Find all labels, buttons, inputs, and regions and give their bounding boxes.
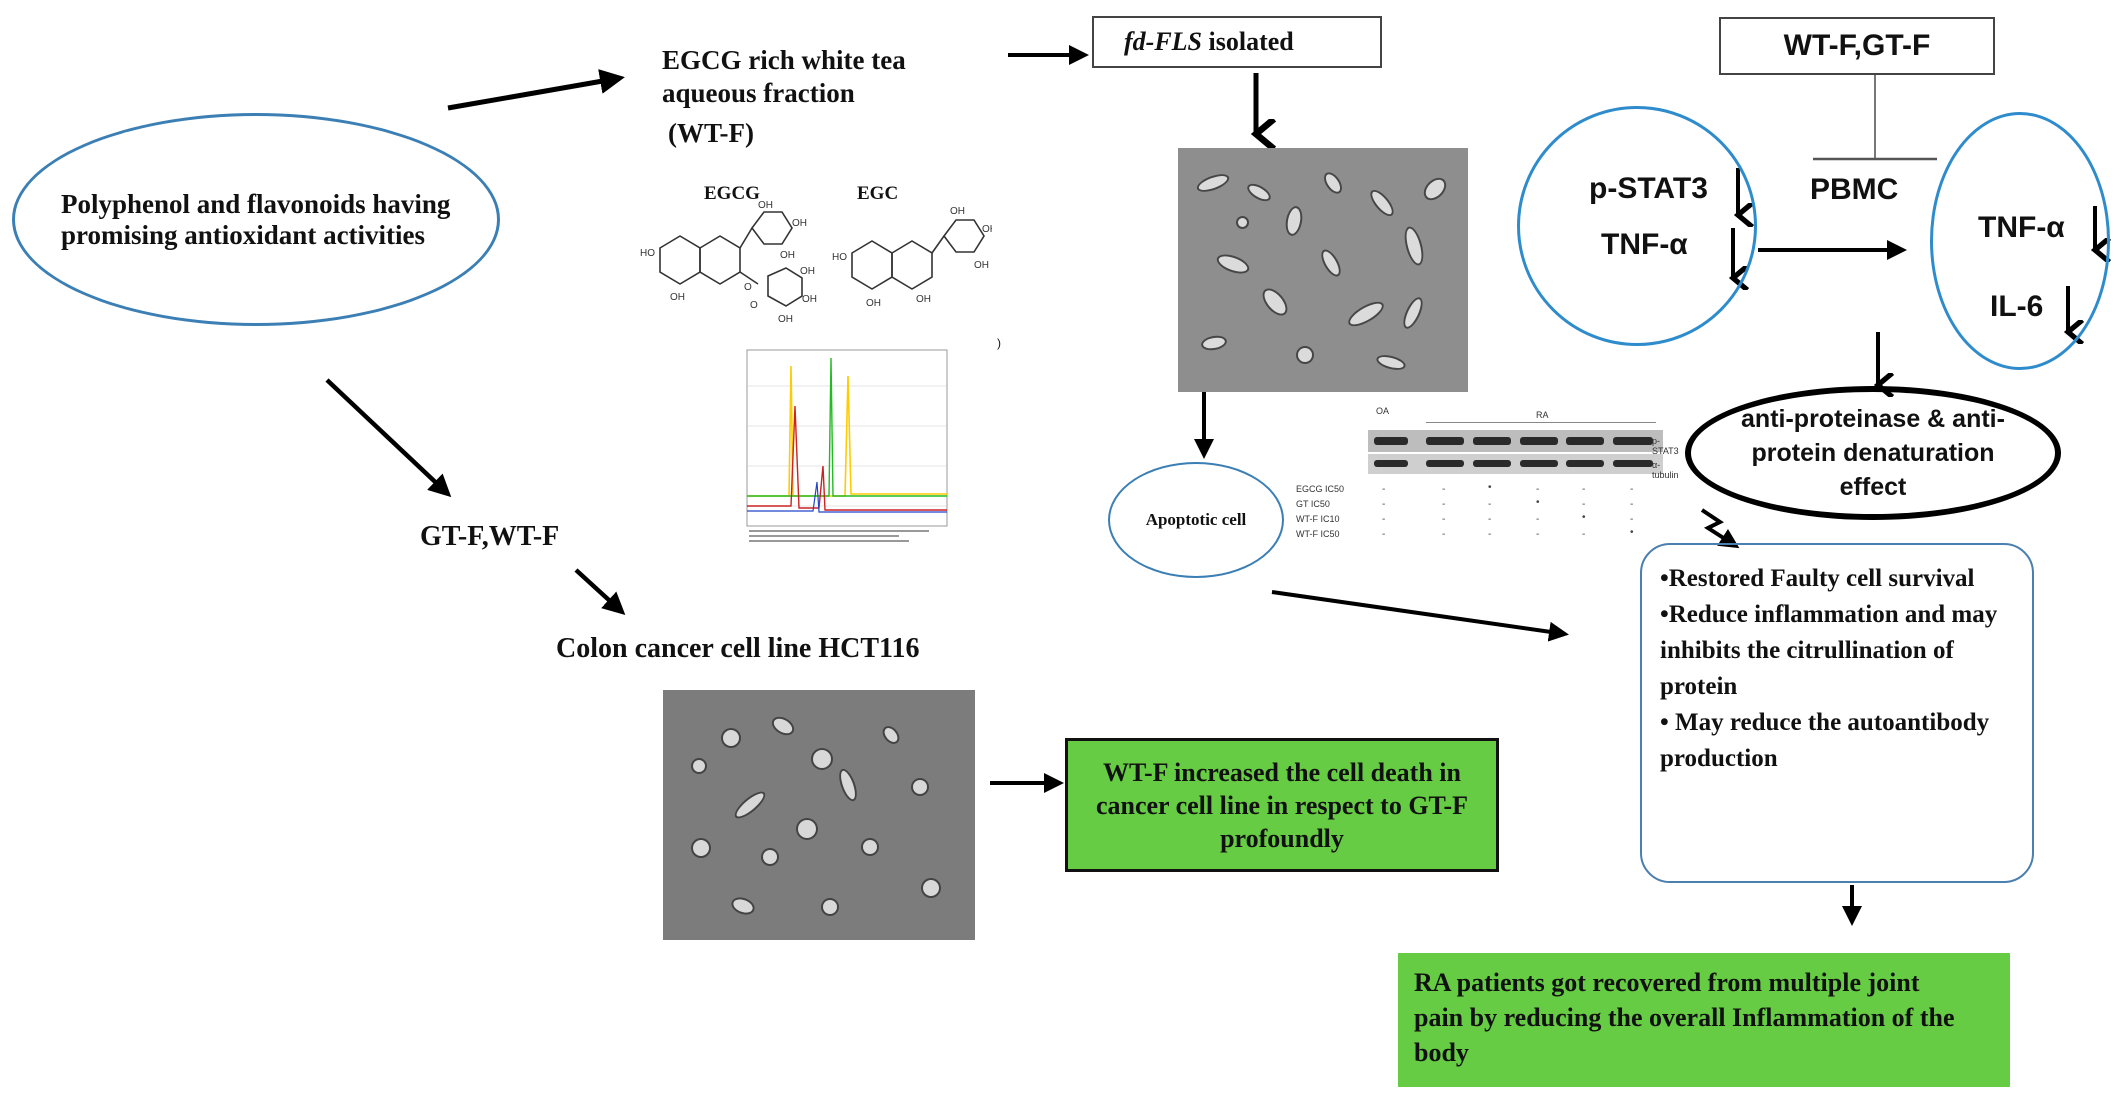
svg-text:OH: OH — [866, 298, 881, 309]
fd-fls-rest: isolated — [1202, 27, 1294, 56]
svg-text:O: O — [744, 282, 752, 293]
svg-text:OH: OH — [792, 218, 807, 229]
polyphenol-text: Polyphenol and flavonoids having promisi… — [61, 188, 451, 250]
svg-text:OH: OH — [802, 294, 817, 305]
pstat3-circle — [1517, 106, 1757, 346]
arrow-polyphenol-to-fraction — [447, 69, 625, 111]
svg-text:OH: OH — [950, 206, 965, 217]
wb-group-oa: OA — [1376, 406, 1390, 416]
egc-structure: HO OH OH OH OH OH — [832, 206, 992, 309]
svg-text:OH: OH — [974, 260, 989, 271]
antiproteinase-ellipse: anti-proteinase & anti-protein denaturat… — [1685, 386, 2061, 520]
western-blot: OA RA p-STAT3 α-tubulin EGCG IC50 GT IC5… — [1296, 406, 1679, 540]
wb-row-egcg: EGCG IC50 — [1296, 484, 1345, 494]
egc-structure-label: EGC — [857, 183, 899, 204]
apoptotic-cell-ellipse: Apoptotic cell — [1108, 462, 1284, 578]
fdfls-micrograph — [1178, 148, 1468, 392]
svg-text:OH: OH — [800, 266, 815, 277]
wb-row-wtf10: WT-F IC10 — [1296, 514, 1340, 524]
tnf-right-label: TNF-α — [1978, 211, 2065, 244]
svg-text:O: O — [750, 300, 758, 311]
outcome-box: •Restored Faulty cell survival •Reduce i… — [1640, 543, 2034, 883]
outcome-item-1: •Restored Faulty cell survival — [1660, 565, 1975, 592]
wtf-gtf-box: WT-F,GT-F — [1719, 17, 1995, 75]
wtf-increased-box: WT-F increased the cell death in cancer … — [1065, 738, 1499, 872]
svg-text:HO: HO — [640, 248, 655, 259]
wtf-gtf-label: WT-F,GT-F — [1783, 29, 1931, 62]
wtf-paren-label: (WT-F) — [668, 118, 754, 148]
tnf-left-label: TNF-α — [1601, 228, 1688, 261]
egcg-structure-label: EGCG — [704, 183, 760, 204]
egcg-structure: HO OH OH OH OH OO OH OH OH — [640, 200, 817, 325]
svg-text:OH: OH — [670, 292, 685, 303]
tnf-il6-circle — [1930, 112, 2110, 370]
arrow-apoptotic-to-outcome — [1271, 590, 1569, 642]
stray-paren: ) — [997, 336, 1001, 350]
outcome-item-3: • May reduce the autoantibody production — [1660, 709, 1990, 772]
gtf-wtf-label: GT-F,WT-F — [420, 521, 560, 552]
wtf-increased-text: WT-F increased the cell death in cancer … — [1095, 757, 1469, 853]
wb-row-gt: GT IC50 — [1296, 499, 1330, 509]
ra-patients-box: RA patients got recovered from multiple … — [1398, 953, 2010, 1087]
pstat3-label: p-STAT3 — [1589, 172, 1708, 205]
svg-text:HO: HO — [832, 252, 847, 263]
svg-text:OH: OH — [778, 314, 793, 325]
svg-text:OH: OH — [780, 250, 795, 261]
arrow-antiproteinase-to-outcome — [1700, 508, 1740, 549]
hplc-chromatogram — [746, 349, 948, 542]
egcg-fraction-text: EGCG rich white tea aqueous fraction — [662, 45, 906, 108]
ra-patients-text: RA patients got recovered from multiple … — [1414, 968, 1955, 1067]
svg-text:OH: OH — [982, 224, 992, 235]
apoptotic-cell-label: Apoptotic cell — [1145, 510, 1247, 529]
arrow-gtf-to-colon — [574, 568, 626, 616]
fd-fls-italic: fd-FLS — [1124, 27, 1202, 56]
colon-cancer-label: Colon cancer cell line HCT116 — [556, 633, 920, 664]
pbmc-label: PBMC — [1810, 173, 1899, 206]
svg-text:OH: OH — [916, 294, 931, 305]
polyphenol-ellipse: Polyphenol and flavonoids having promisi… — [12, 113, 500, 326]
svg-text:OH: OH — [758, 200, 773, 211]
wb-row-wtf50: WT-F IC50 — [1296, 529, 1340, 539]
arrow-polyphenol-to-gtf — [325, 378, 452, 498]
wb-band-tubulin: α-tubulin — [1652, 460, 1679, 480]
antiproteinase-text: anti-proteinase & anti-protein denaturat… — [1741, 405, 2005, 501]
il6-label: IL-6 — [1990, 290, 2044, 323]
fd-fls-box: fd-FLS isolated — [1092, 16, 1382, 68]
hct116-micrograph — [663, 690, 975, 940]
wb-band-pstat3: p-STAT3 — [1652, 436, 1679, 456]
wb-group-ra: RA — [1536, 410, 1549, 420]
outcome-item-2: •Reduce inflammation and may inhibits th… — [1660, 601, 1998, 700]
